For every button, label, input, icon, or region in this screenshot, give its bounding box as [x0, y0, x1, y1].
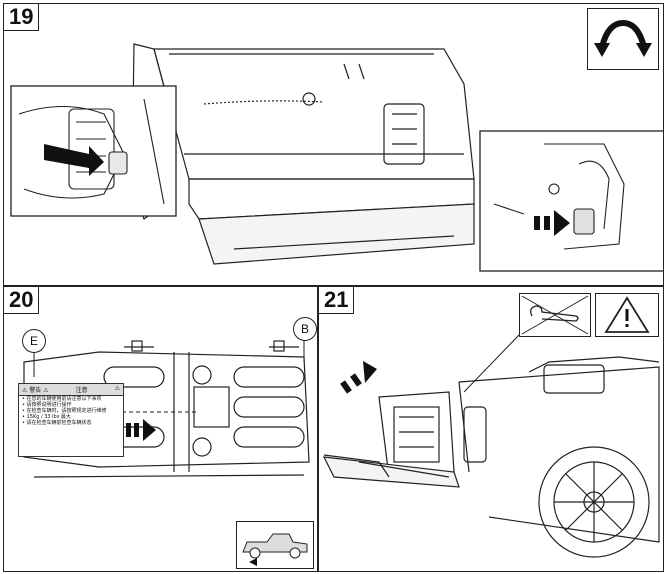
- warning-label-header: ⚠ 警告 ⚠ 注意 ⚠: [19, 384, 123, 396]
- warning-label-line: • 15Kg / 33 lbs 最大: [22, 414, 71, 420]
- warning-label-header-mid: 注意: [75, 387, 88, 394]
- step-21-illustration: [322, 334, 660, 558]
- warning-label-header-left: ⚠ 警告 ⚠: [22, 387, 49, 394]
- warning-label-line: • 请按照说明进行操作: [22, 402, 72, 408]
- pickup-truck-icon: [236, 521, 314, 569]
- step-20-panel: 20 E B ⚠ 警: [3, 286, 318, 572]
- step-number: 20: [4, 287, 40, 314]
- step-number: 19: [4, 4, 40, 31]
- step-number: 21: [319, 287, 355, 314]
- warning-label-line: • 在您的车辆使用前请注意以下事项: [22, 396, 102, 402]
- step-19-panel: 19: [3, 3, 664, 286]
- warning-label: ⚠ 警告 ⚠ 注意 ⚠ • 在您的车辆使用前请注意以下事项 • 请按照说明进行操…: [18, 383, 124, 457]
- rotate-arrows-icon: [587, 8, 659, 70]
- warning-label-text: • 在您的车辆使用前请注意以下事项 • 请按照说明进行操作 • 在检查车辆时，请…: [19, 396, 123, 426]
- no-hook-prohibited-icon: [519, 293, 591, 337]
- warning-label-line: • 请在检查车辆前检查车辆状态: [22, 420, 92, 426]
- warning-label-header-right: ⚠: [114, 385, 120, 392]
- step-19-illustration: [10, 43, 663, 272]
- warning-label-line: • 在检查车辆时，请按照规定进行维修: [22, 408, 107, 414]
- callout-b: B: [293, 317, 317, 341]
- caution-triangle-icon: [595, 293, 659, 337]
- step-21-panel: 21: [318, 286, 664, 572]
- callout-e: E: [22, 329, 46, 353]
- step-20-illustration: [23, 337, 310, 478]
